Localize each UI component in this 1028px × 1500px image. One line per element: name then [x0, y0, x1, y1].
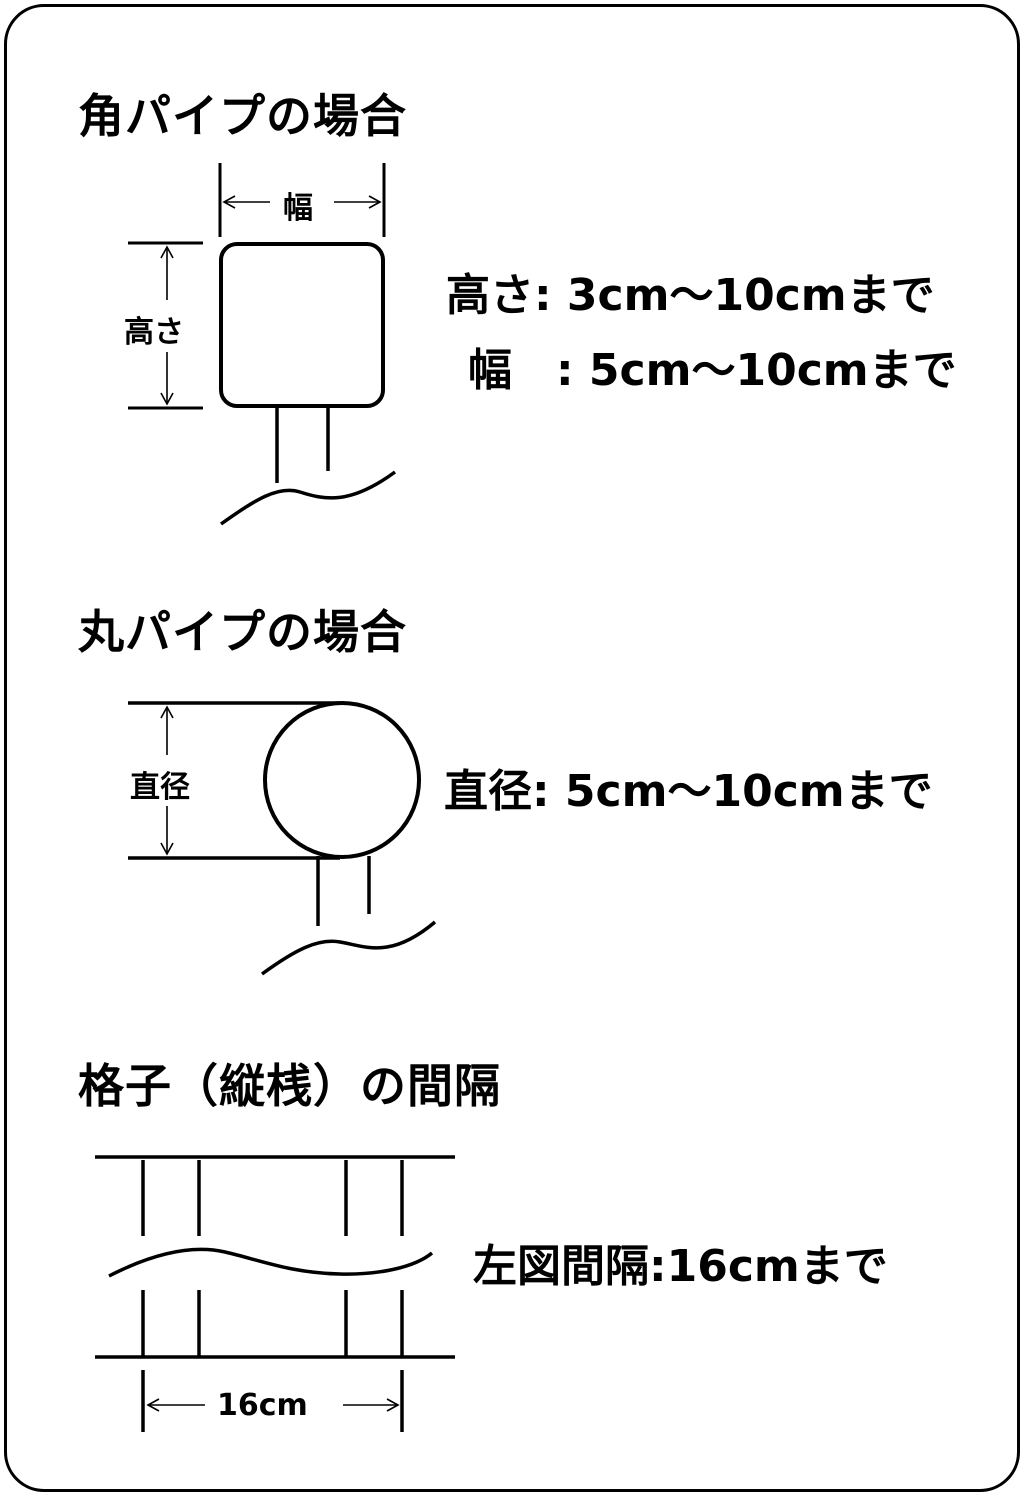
lattice-drawing [95, 1155, 455, 1432]
square-pipe-heading: 角パイプの場合 [78, 89, 407, 143]
width-spec: 幅 : 5cm～10cmまで [468, 345, 957, 396]
lattice-heading: 格子（縦桟）の間隔 [78, 1059, 501, 1113]
square-pipe-drawing [128, 163, 397, 526]
height-label: 高さ [124, 307, 184, 351]
spacing-label: 16cm [217, 1388, 308, 1423]
outer-frame [4, 4, 1020, 1492]
diameter-spec: 直径: 5cm～10cmまで [444, 766, 933, 817]
height-spec: 高さ: 3cm～10cmまで [446, 270, 935, 321]
width-label: 幅 [283, 183, 313, 227]
spacing-spec: 左図間隔:16cmまで [473, 1241, 888, 1292]
diameter-label: 直径 [130, 762, 190, 806]
round-pipe-drawing [128, 701, 437, 976]
round-pipe-heading: 丸パイプの場合 [78, 605, 407, 659]
